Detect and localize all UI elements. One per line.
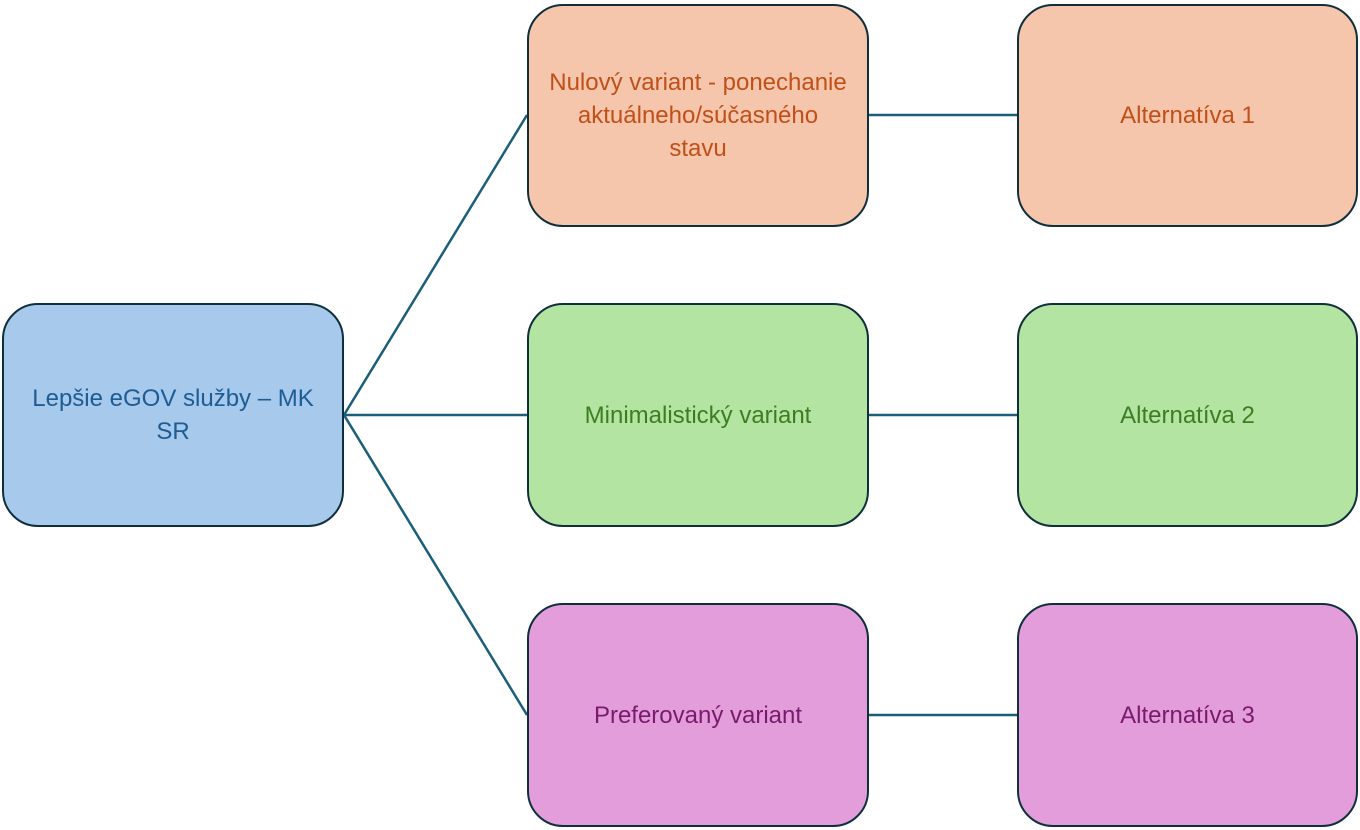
alternative-node-1: Alternatíva 1: [1017, 4, 1358, 227]
alternative-node-3-label: Alternatíva 3: [1120, 701, 1255, 729]
variant-node-preferred-label: Preferovaný variant: [593, 701, 803, 729]
variant-node-minimal-label: Minimalistický variant: [584, 401, 812, 429]
variant-node-null-label: Nulový variant - ponechanie aktuálneho/s…: [549, 69, 847, 162]
alternative-node-3: Alternatíva 3: [1017, 603, 1358, 827]
root-node-label: Lepšie eGOV služby – MK SR: [32, 385, 314, 445]
connector-root-to-variant-3: [342, 414, 529, 716]
alternative-node-2: Alternatíva 2: [1017, 303, 1358, 527]
variant-node-minimal: Minimalistický variant: [527, 303, 869, 527]
root-node: Lepšie eGOV služby – MK SR: [2, 303, 344, 527]
variant-node-preferred: Preferovaný variant: [527, 603, 869, 827]
variant-node-null: Nulový variant - ponechanie aktuálneho/s…: [527, 4, 869, 227]
alternative-node-1-label: Alternatíva 1: [1120, 102, 1255, 129]
connector-root-to-variant-1: [342, 114, 529, 416]
alternative-node-2-label: Alternatíva 2: [1120, 401, 1255, 429]
